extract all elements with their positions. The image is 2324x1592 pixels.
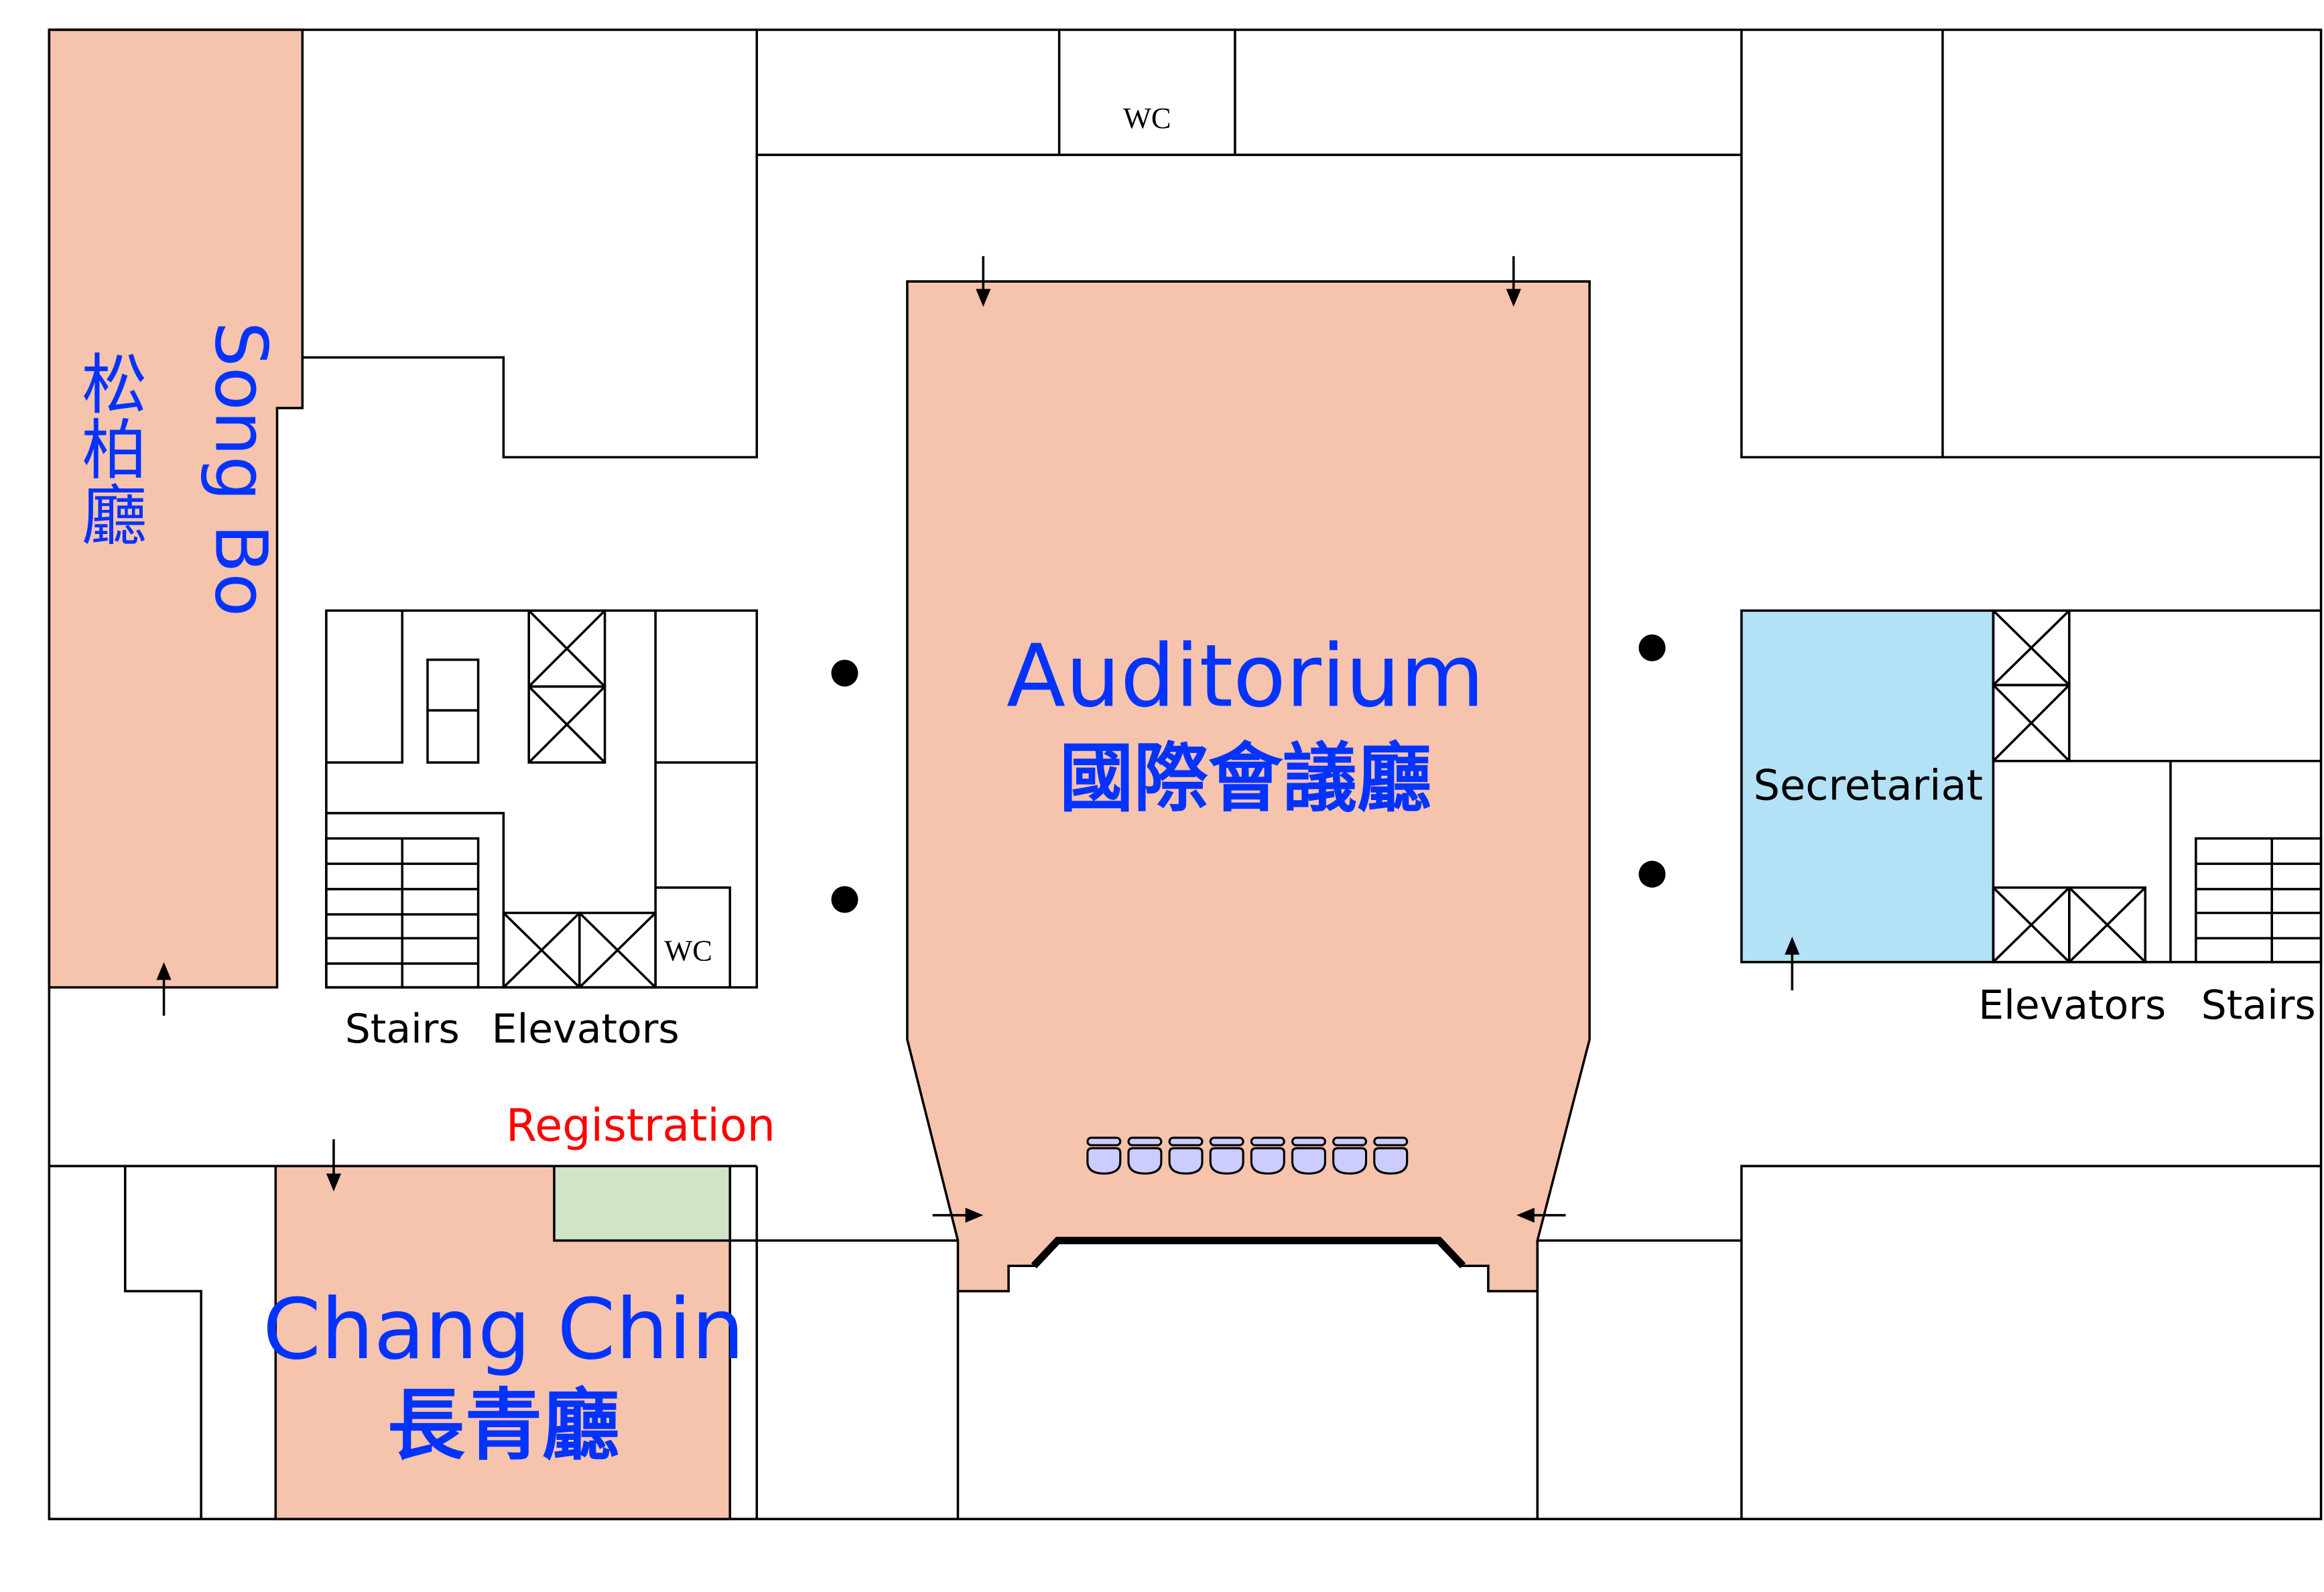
entrance-arrow-icon (1785, 937, 1800, 991)
auditorium-name-en: Auditorium (1007, 626, 1484, 727)
seat-icon (1086, 1136, 1122, 1175)
column (1638, 860, 1666, 888)
chang-chin-name-zh: 長青廳 (387, 1381, 620, 1471)
right-stairs (2195, 837, 2323, 964)
left-elevators-label: Elevators (492, 1006, 680, 1053)
registration-desk[interactable] (553, 1165, 732, 1242)
right-elevators-label: Elevators (1978, 982, 2166, 1029)
right-stairs-label: Stairs (2201, 982, 2316, 1029)
song-bo-label: Song Bo (198, 322, 281, 617)
song-bo-hall[interactable] (48, 28, 304, 989)
seat-icon (1168, 1136, 1204, 1175)
entrance-arrow-icon (976, 256, 991, 307)
seat-icon (1373, 1136, 1409, 1175)
elevator-shaft (527, 685, 606, 764)
seat-icon (1250, 1136, 1285, 1175)
column (831, 886, 858, 913)
wc-top-label: WC (1123, 101, 1171, 135)
wall (1740, 29, 2321, 459)
column (1638, 634, 1666, 661)
entrance-arrow-icon (1516, 1207, 1566, 1223)
secretariat-label: Secretariat (1753, 761, 1983, 810)
wall (1740, 1165, 2321, 1520)
wc-left-label: WC (664, 934, 712, 968)
entrance-arrow-icon (932, 1207, 984, 1223)
left-service-core (325, 609, 759, 989)
auditorium-name-zh: 國際會議廳 (1059, 736, 1432, 822)
stage-seats (1086, 1136, 1409, 1175)
entrance-arrow-icon (1506, 256, 1521, 307)
registration-label: Registration (506, 1100, 775, 1152)
wall (302, 29, 759, 459)
chang-chin-name-en: Chang Chin (263, 1281, 745, 1378)
entrance-arrow-icon (326, 1139, 342, 1192)
song-bo-name-zh: 松柏廳 (70, 350, 147, 546)
wall (123, 1166, 202, 1520)
secretariat-room[interactable] (1740, 609, 1995, 964)
song-bo-name-en: Song Bo (198, 322, 281, 617)
elevator-shaft (578, 911, 657, 989)
seat-icon (1209, 1136, 1244, 1175)
seat-icon (1127, 1136, 1163, 1175)
stage-edge (1031, 1236, 1466, 1269)
seat-icon (1291, 1136, 1326, 1175)
entrance-arrow-icon (156, 961, 172, 1016)
right-service-core (1992, 609, 2323, 964)
seat-icon (1332, 1136, 1368, 1175)
left-stairs (325, 837, 480, 989)
elevator-shaft (2068, 886, 2147, 964)
column (831, 659, 858, 687)
left-stairs-label: Stairs (345, 1006, 460, 1053)
